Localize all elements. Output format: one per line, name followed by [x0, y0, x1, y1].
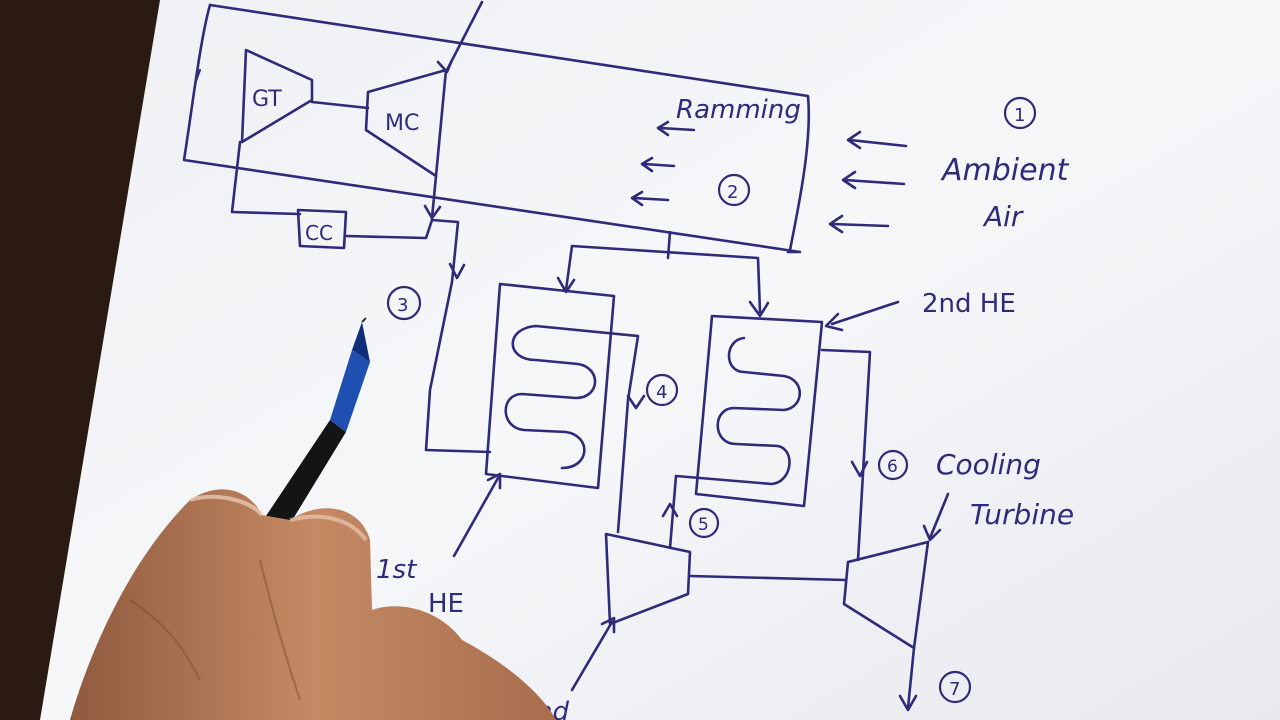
- combustion-chamber-label: CC: [305, 221, 333, 245]
- inlet-arrow: [445, 0, 484, 72]
- state-point-6: 6: [877, 449, 909, 481]
- ramming-arrows: [630, 120, 696, 207]
- ramming-label: Ramming: [676, 95, 801, 125]
- svg-text:7: 7: [949, 679, 960, 700]
- secondary-compressor: [604, 532, 692, 626]
- second-he-pointer: [830, 300, 900, 326]
- svg-text:3: 3: [397, 295, 408, 316]
- first-he-label-line1: 1st: [376, 555, 417, 585]
- turbine-outlet-line: [906, 646, 916, 710]
- turbine-outlet-arrow: [898, 694, 918, 712]
- state-point-3: 3: [386, 285, 422, 321]
- state-point-4: 4: [645, 373, 679, 407]
- gt-to-cc-line: [230, 140, 302, 216]
- state-point-1: 1: [1003, 96, 1037, 130]
- ram-branch-stem: [666, 230, 672, 260]
- mc-outlet-line: [430, 174, 438, 220]
- cooling-turbine-label-line2: Turbine: [970, 498, 1074, 531]
- hand: [70, 489, 556, 720]
- svg-text:2: 2: [727, 182, 738, 203]
- pipe-to-first-he: [424, 218, 492, 454]
- ambient-label-line1: Ambient: [940, 153, 1070, 188]
- state-point-7: 7: [938, 670, 972, 704]
- gas-turbine-label: GT: [252, 87, 282, 112]
- compressor-inlet-line: [570, 620, 614, 692]
- cooling-turbine-pointer: [928, 492, 950, 540]
- pipe-arrow-3: [448, 262, 466, 280]
- main-compressor-label: MC: [385, 111, 419, 136]
- ambient-air-arrows: [828, 130, 908, 234]
- gas-turbine: GT: [240, 48, 314, 144]
- second-heat-exchanger: [661, 314, 872, 562]
- ram-branch-bar: [570, 244, 762, 314]
- svg-text:4: 4: [656, 382, 667, 403]
- first-he-label-line2: HE: [428, 589, 464, 619]
- ambient-label-line2: Air: [982, 200, 1024, 233]
- svg-text:1: 1: [1014, 105, 1025, 126]
- compressor-inlet-arrow: [600, 616, 616, 634]
- second-he-pointer-head: [824, 312, 844, 332]
- shaft-gt-mc: [310, 100, 370, 110]
- mc-outlet-arrow: [423, 204, 442, 220]
- combustion-chamber: CC: [296, 208, 348, 250]
- ram-branch-right-arrow: [748, 300, 770, 318]
- ram-branch-left: [564, 244, 574, 292]
- engine-housing: [182, 0, 811, 254]
- svg-text:5: 5: [698, 515, 709, 535]
- first-he-pointer: [452, 476, 500, 558]
- cooling-turbine-label-line1: Cooling: [936, 448, 1041, 481]
- state-point-2: 2: [717, 173, 751, 207]
- second-he-label: 2nd HE: [922, 289, 1016, 319]
- cc-to-mc-line: [344, 218, 434, 240]
- svg-text:6: 6: [887, 457, 898, 477]
- state-point-5-upper: 5: [688, 507, 720, 539]
- first-heat-exchanger: [484, 282, 646, 534]
- first-he-pointer-head: [486, 472, 502, 490]
- shaft-compressor-turbine: [688, 574, 848, 582]
- cooling-turbine-pointer-head: [922, 524, 942, 542]
